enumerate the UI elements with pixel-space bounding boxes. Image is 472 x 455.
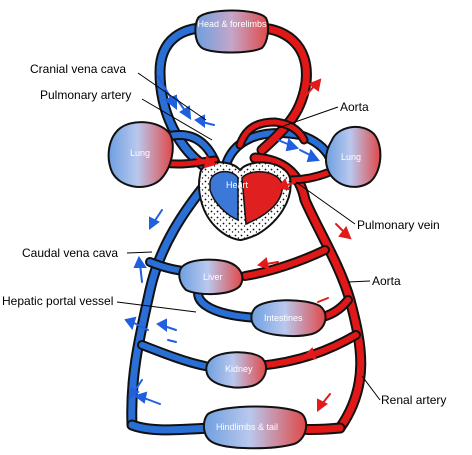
pulmonary-vein-label: Pulmonary vein [357, 218, 440, 232]
hindlimbs-tail-organ [202, 405, 308, 450]
liver-label: Liver [203, 272, 223, 282]
flow-arrows [124, 75, 352, 412]
liver-organ [178, 258, 244, 296]
head-forelimbs-organ [194, 9, 270, 54]
leader-lines [116, 72, 381, 401]
organ-labels: Head & forelimbs Lung Lung Heart Liver I… [130, 19, 361, 432]
kidney-organ [205, 351, 268, 389]
aorta-top-label: Aorta [340, 100, 369, 114]
organs [107, 9, 382, 450]
lung-right-organ [324, 125, 382, 188]
callout-labels: Cranial vena cava Pulmonary artery Aorta… [2, 62, 446, 407]
aorta-lower-label: Aorta [372, 274, 401, 288]
lung-right-label: Lung [341, 152, 361, 162]
intestines-label: Intestines [264, 313, 303, 323]
hindlimbs-tail-label: Hindlimbs & tail [216, 422, 278, 432]
cranial-vena-cava-label: Cranial vena cava [30, 62, 126, 76]
pulmonary-artery-label: Pulmonary artery [40, 88, 131, 102]
blue-arrows [124, 75, 320, 405]
renal-artery-label: Renal artery [381, 393, 446, 407]
head-forelimbs-label: Head & forelimbs [197, 19, 267, 29]
kidney-label: Kidney [225, 364, 253, 374]
lung-left-organ [107, 121, 174, 188]
hepatic-portal-vessel-label: Hepatic portal vessel [2, 294, 113, 308]
heart-label: Heart [226, 180, 249, 190]
intestines-organ [250, 299, 327, 337]
lung-left-label: Lung [130, 148, 150, 158]
caudal-vena-cava-label: Caudal vena cava [22, 246, 118, 260]
red-arrows [195, 78, 352, 412]
